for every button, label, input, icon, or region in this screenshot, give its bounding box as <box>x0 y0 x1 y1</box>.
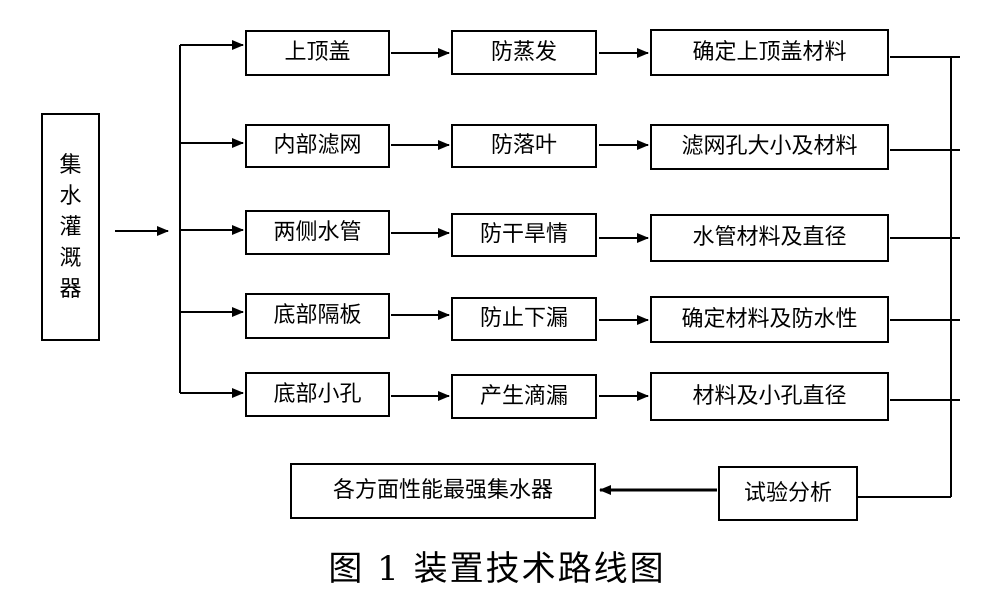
part-label: 两侧水管 <box>273 219 362 245</box>
decision-label: 滤网孔大小及材料 <box>681 134 858 159</box>
part-box-2: 两侧水管 <box>245 210 390 255</box>
decision-label: 确定上顶盖材料 <box>692 39 847 65</box>
source-char: 集 <box>59 152 82 178</box>
decision-box-4: 材料及小孔直径 <box>650 372 889 421</box>
source-char: 溉 <box>59 245 82 271</box>
result-label: 各方面性能最强集水器 <box>332 478 553 503</box>
decision-box-2: 水管材料及直径 <box>650 214 889 262</box>
result-box: 各方面性能最强集水器 <box>290 463 596 519</box>
part-label: 上顶盖 <box>284 40 351 65</box>
decision-label: 确定材料及防水性 <box>681 306 858 332</box>
purpose-box-2: 防干旱情 <box>451 213 597 257</box>
purpose-box-1: 防落叶 <box>451 124 597 168</box>
part-box-4: 底部小孔 <box>245 372 390 417</box>
part-box-0: 上顶盖 <box>245 30 390 76</box>
purpose-label: 防蒸发 <box>490 39 557 65</box>
analysis-label: 试验分析 <box>743 480 832 506</box>
purpose-box-4: 产生滴漏 <box>451 374 597 419</box>
purpose-label: 防干旱情 <box>479 222 568 247</box>
decision-label: 水管材料及直径 <box>692 225 847 250</box>
source-box: 集水灌溉器 <box>41 113 100 341</box>
source-char: 灌 <box>59 214 82 240</box>
source-char: 水 <box>59 183 82 209</box>
part-label: 底部小孔 <box>273 381 362 407</box>
part-box-1: 内部滤网 <box>245 124 390 168</box>
source-char: 器 <box>59 276 82 302</box>
decision-box-1: 滤网孔大小及材料 <box>650 124 889 170</box>
purpose-label: 产生滴漏 <box>479 383 568 409</box>
decision-label: 材料及小孔直径 <box>692 383 847 409</box>
decision-box-3: 确定材料及防水性 <box>650 296 889 343</box>
source-label: 集水灌溉器 <box>59 150 81 305</box>
part-label: 内部滤网 <box>273 133 362 158</box>
purpose-label: 防止下漏 <box>479 306 568 331</box>
decision-box-0: 确定上顶盖材料 <box>650 29 889 76</box>
part-box-3: 底部隔板 <box>245 293 390 339</box>
purpose-box-3: 防止下漏 <box>451 297 597 341</box>
purpose-box-0: 防蒸发 <box>451 30 597 75</box>
analysis-box: 试验分析 <box>718 466 858 521</box>
purpose-label: 防落叶 <box>490 133 557 158</box>
figure-caption: 图 1 装置技术路线图 <box>328 549 666 589</box>
part-label: 底部隔板 <box>273 303 362 328</box>
